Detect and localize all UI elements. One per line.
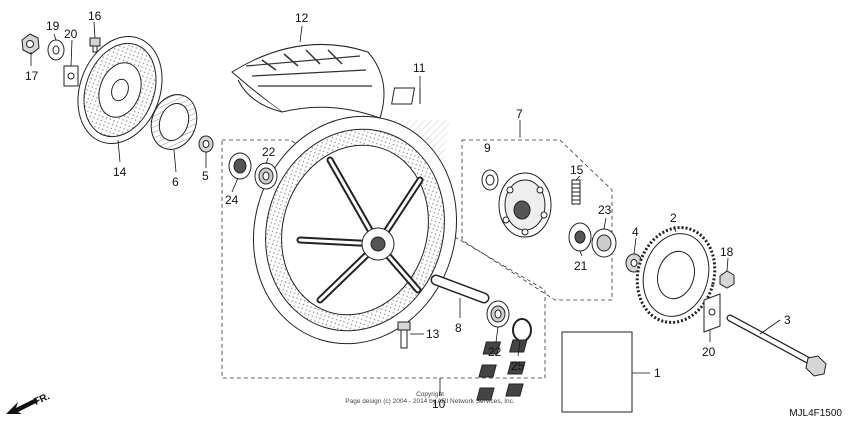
leader-lines (30, 21, 781, 396)
callout-22-upper: 22 (262, 145, 276, 159)
tire (231, 44, 385, 119)
callout-24: 24 (225, 193, 239, 207)
callout-labels: 17 19 20 16 14 6 5 24 22 12 11 7 9 15 23… (25, 9, 791, 411)
nut-18 (719, 270, 735, 289)
bearing-9 (481, 169, 499, 191)
bearing-22-upper (254, 162, 278, 190)
damper-rubber-set (476, 331, 633, 413)
callout-19: 19 (46, 19, 60, 33)
circlip-25 (512, 318, 532, 342)
callout-14: 14 (113, 165, 127, 179)
callout-16: 16 (88, 9, 102, 23)
copyright-line-1: Copyright (416, 391, 444, 398)
callout-22-lower: 22 (488, 345, 502, 359)
washer-19 (47, 39, 65, 61)
callout-20-right: 20 (702, 345, 716, 359)
bracket-20-left (63, 65, 79, 87)
hub-assembly-boundary (461, 139, 613, 301)
distance-collar-8 (430, 274, 490, 304)
callout-9: 9 (484, 141, 491, 155)
callout-10: 10 (432, 397, 446, 411)
callout-18: 18 (720, 245, 734, 259)
bracket-20-right (703, 293, 721, 333)
front-arrow-icon (6, 398, 38, 414)
callout-23: 23 (598, 203, 612, 217)
callout-20-left: 20 (64, 27, 78, 41)
bearing-22-lower (486, 300, 510, 328)
diagram-code: MJL4F1500 (789, 408, 842, 419)
final-driven-sprocket (635, 226, 717, 324)
oil-seal-23 (591, 228, 617, 258)
callout-15: 15 (570, 163, 584, 177)
oil-seal-24 (228, 152, 252, 180)
callout-11: 11 (413, 61, 426, 75)
brake-disc (77, 36, 163, 144)
front-direction-indicator: FR. (4, 388, 94, 420)
driven-flange-7 (498, 172, 552, 238)
callout-1: 1 (654, 366, 661, 380)
callout-25: 25 (511, 359, 525, 373)
pulser-ring (150, 94, 198, 150)
bolt-13 (397, 321, 411, 349)
callout-3: 3 (784, 313, 791, 327)
rear-axle (726, 314, 827, 377)
callout-2: 2 (670, 211, 677, 225)
callout-13: 13 (426, 327, 440, 341)
callout-5: 5 (202, 169, 209, 183)
callout-4: 4 (632, 225, 639, 239)
nut-17 (21, 33, 40, 55)
wheel-assembly-boundary (221, 139, 546, 379)
bearing-21 (568, 222, 592, 252)
stud-bolt-15 (571, 179, 581, 205)
callout-6: 6 (172, 175, 179, 189)
callout-17: 17 (25, 69, 39, 83)
copyright-line-2: Page design (c) 2004 - 2014 by ARI Netwo… (345, 398, 515, 405)
callout-8: 8 (455, 321, 462, 335)
collar-5 (198, 135, 214, 153)
callout-21: 21 (574, 259, 588, 273)
copyright-notice: Copyright Page design (c) 2004 - 2014 by… (300, 391, 560, 405)
valve-stem (391, 87, 421, 105)
callout-7: 7 (516, 107, 523, 121)
callout-12: 12 (295, 11, 309, 25)
rear-wheel-rim (252, 115, 458, 345)
